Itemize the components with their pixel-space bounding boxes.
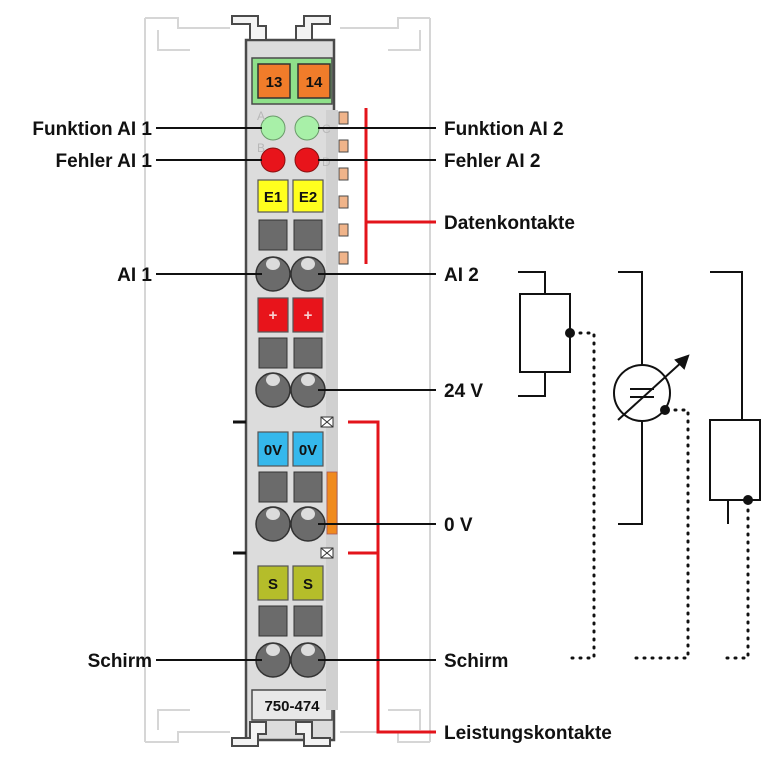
label-0v: 0 V [444,515,473,536]
marker-plus-1: + [257,297,289,333]
marker-plus-1-label: + [269,307,278,324]
sensor-2-dotted-wire [634,408,690,660]
terminal-13: 13 [257,63,291,99]
marker-e1: E1 [257,179,289,213]
marker-0v-2-label: 0V [299,442,317,459]
marker-plus-2-label: + [304,307,313,324]
sensor-resistor-wiper [518,271,575,397]
label-shield-left: Schirm [88,651,152,672]
led-letter-a: A [257,109,265,123]
led-letter-b: B [257,141,265,155]
led-letter-d: D [322,155,331,169]
label-ai1: AI 1 [117,265,152,286]
sensor-1-dotted-wire [570,331,596,660]
label-error-ai1: Fehler AI 1 [56,151,153,172]
release-slot-pair [258,337,323,369]
clamp-shield-1 [255,642,291,678]
clamp-shield-2 [290,642,326,678]
terminal-13-label: 13 [266,74,283,91]
marker-s-1-label: S [268,576,278,593]
data-contacts-bracket [364,108,436,264]
marker-s-2: S [292,565,324,601]
leader-lines [156,127,436,661]
marker-s-1: S [257,565,289,601]
power-contact-bar [326,471,338,535]
release-slot-pair [258,471,323,503]
terminal-14: 14 [297,63,331,99]
label-data-contacts: Datenkontakte [444,213,575,234]
label-function-ai2: Funktion AI 2 [444,119,564,140]
clamp-0v-1 [255,506,291,542]
marker-e2: E2 [292,179,324,213]
part-number: 750-474 [264,698,320,715]
label-power-contacts: Leistungskontakte [444,723,612,744]
power-contacts-bracket [348,420,436,734]
release-slot-pair [258,219,323,251]
led-function-ai2 [294,115,320,141]
marker-s-2-label: S [303,576,313,593]
marker-0v-1: 0V [257,431,289,467]
marker-e1-label: E1 [264,189,282,206]
label-function-ai1: Funktion AI 1 [32,119,152,140]
label-error-ai2: Fehler AI 2 [444,151,540,172]
clamp-ai2 [290,256,326,292]
power-contact-symbol [320,416,334,428]
marker-plus-2: + [292,297,324,333]
clamp-ai1 [255,256,291,292]
led-error-ai2 [294,147,320,173]
marker-0v-2: 0V [292,431,324,467]
clamp-24v-1 [255,372,291,408]
din-rail-frame [144,17,431,743]
terminal-14-label: 14 [306,74,323,91]
label-ai2: AI 2 [444,265,479,286]
data-contact-pins [338,111,349,265]
sensor-source [613,271,690,525]
label-shield-right: Schirm [444,651,508,672]
label-24v: 24 V [444,381,483,402]
sensor-3-dotted-wire [722,508,750,660]
release-slot-pair [258,605,323,637]
marker-0v-1-label: 0V [264,442,282,459]
sensor-resistor [709,271,761,524]
clamp-24v-2 [290,372,326,408]
marker-e2-label: E2 [299,189,317,206]
power-contact-symbol [320,547,334,559]
